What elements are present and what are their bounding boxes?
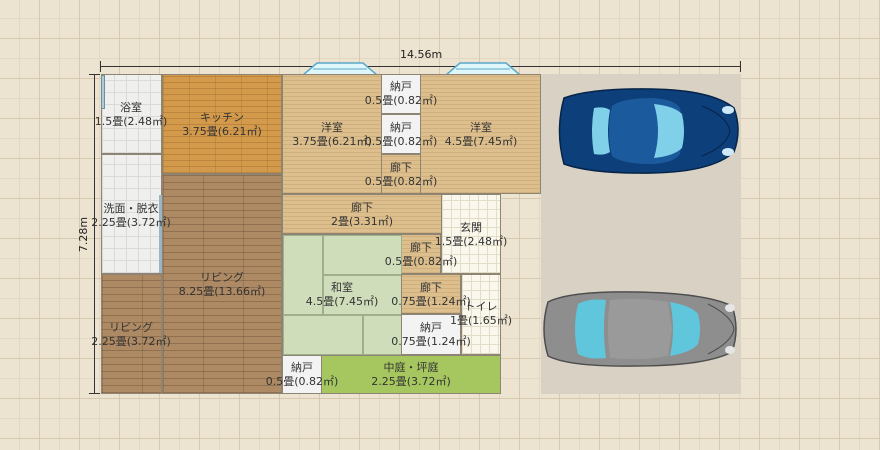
room-size: 0.5畳(0.82㎡) [384, 255, 458, 268]
room-size: 0.5畳(0.82㎡) [364, 135, 438, 148]
room-name: 洋室 [470, 121, 492, 134]
height-dimension-tick-bottom [89, 393, 100, 394]
room-japanese[interactable] [282, 234, 402, 355]
room-name: 中庭・坪庭 [383, 361, 439, 374]
room-name: 廊下 [410, 241, 432, 254]
height-dimension-tick-top [89, 74, 100, 75]
room-size: 2.25畳(3.72㎡) [371, 375, 451, 388]
room-living-small[interactable] [101, 274, 162, 394]
bathtub-edge [101, 75, 105, 109]
room-size: 2畳(3.31㎡) [330, 215, 394, 228]
room-kitchen[interactable] [162, 74, 282, 174]
tatami-mat [283, 315, 363, 355]
room-bath[interactable] [101, 74, 162, 154]
width-dimension-line [100, 66, 741, 67]
width-dimension-label: 14.56m [400, 48, 443, 61]
room-western-2[interactable] [420, 74, 541, 194]
room-size: 3.75畳(6.21㎡) [292, 135, 372, 148]
tatami-mat [283, 235, 323, 315]
room-name: 洗面・脱衣 [103, 202, 159, 215]
window-right [443, 60, 523, 76]
room-name: 納戸 [390, 121, 412, 134]
tatami-mat [323, 275, 402, 315]
room-name: 納戸 [390, 80, 412, 93]
room-name: 浴室 [120, 101, 142, 114]
room-size: 0.75畳(1.24㎡) [391, 335, 471, 348]
room-size: 0.5畳(0.82㎡) [364, 175, 438, 188]
width-dimension-tick-left [100, 61, 101, 72]
room-name: 廊下 [390, 161, 412, 174]
room-hall-1[interactable] [381, 154, 421, 194]
window-left [300, 60, 380, 76]
room-western-1[interactable] [282, 74, 382, 194]
room-size: 1.5畳(2.48㎡) [94, 115, 168, 128]
room-name: キッチン [200, 111, 244, 124]
room-hall-2[interactable] [282, 194, 442, 234]
room-name: リビング [200, 271, 244, 284]
room-name: リビング [109, 321, 153, 334]
car-blue [552, 86, 742, 176]
room-name: トイレ [464, 300, 498, 313]
washroom-divider [159, 195, 162, 273]
room-name: 洋室 [321, 121, 343, 134]
room-living-main[interactable] [162, 174, 282, 394]
room-toilet[interactable] [461, 274, 501, 355]
room-size: 2.25畳(3.72㎡) [91, 335, 171, 348]
room-size: 1.5畳(2.48㎡) [434, 235, 508, 248]
room-entrance[interactable] [441, 194, 501, 274]
room-name: 玄関 [460, 221, 482, 234]
room-name: 和室 [331, 281, 353, 294]
tatami-mat [363, 315, 402, 355]
room-size: 8.25畳(13.66㎡) [178, 285, 266, 298]
room-courtyard[interactable] [321, 355, 501, 394]
tatami-mat [323, 235, 402, 275]
room-washroom[interactable] [101, 154, 162, 274]
room-size: 2.25畳(3.72㎡) [91, 216, 171, 229]
room-size: 4.5畳(7.45㎡) [305, 295, 379, 308]
room-size: 1畳(1.65㎡) [449, 314, 513, 327]
room-size: 0.5畳(0.82㎡) [265, 375, 339, 388]
room-hall-3[interactable] [401, 234, 441, 274]
room-size: 3.75畳(6.21㎡) [182, 125, 262, 138]
car-gray [540, 288, 740, 370]
room-size: 4.5畳(7.45㎡) [444, 135, 518, 148]
room-hall-4[interactable] [401, 274, 461, 314]
room-name: 納戸 [291, 361, 313, 374]
room-name: 廊下 [420, 281, 442, 294]
room-size: 0.5畳(0.82㎡) [364, 94, 438, 107]
width-dimension-tick-right [740, 61, 741, 72]
room-name: 廊下 [351, 201, 373, 214]
room-name: 納戸 [420, 321, 442, 334]
room-closet-3[interactable] [401, 314, 461, 355]
height-dimension-line [94, 74, 95, 394]
room-size: 0.75畳(1.24㎡) [391, 295, 471, 308]
